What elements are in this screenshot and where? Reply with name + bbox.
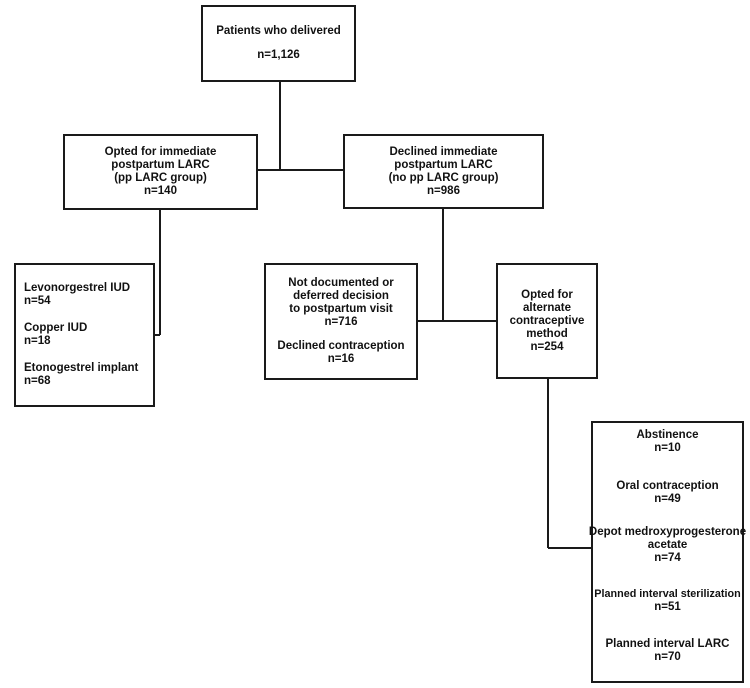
box-alternate-method: Opted for alternate contraceptive method… [496, 263, 598, 379]
method-label: Oral contraception [616, 480, 719, 492]
method-count: n=49 [654, 493, 681, 505]
method-oral-contraception: Oral contraception n=49 [616, 480, 718, 506]
alternate-title-line: method [526, 327, 568, 340]
declined-contraception-label: Declined contraception [277, 340, 405, 352]
method-count: n=54 [24, 295, 51, 307]
pp-larc-count: n=140 [144, 185, 177, 197]
not-documented-count: n=716 [324, 316, 358, 328]
method-label: Abstinence [636, 429, 699, 441]
pp-larc-title-line: Opted for immediate [104, 146, 217, 158]
alternate-title-line: contraceptive [509, 314, 585, 327]
method-planned-interval-sterilization: Planned interval sterilization n=51 [594, 588, 740, 614]
no-pp-larc-title-line: (no pp LARC group) [388, 171, 499, 184]
method-label: Planned interval sterilization [594, 588, 741, 600]
method-label: Planned interval LARC [605, 638, 730, 650]
method-count: n=70 [654, 651, 681, 663]
method-depot-medroxyprogesterone: Depot medroxyprogesterone acetate n=74 [589, 526, 746, 565]
method-levonorgestrel-iud: Levonorgestrel IUD n=54 [24, 282, 130, 308]
no-pp-larc-title-line: Declined immediate [389, 145, 498, 158]
pp-larc-title-line: (pp LARC group) [114, 172, 207, 184]
method-abstinence: Abstinence n=10 [637, 429, 699, 455]
box-not-documented: Not documented or deferred decision to p… [264, 263, 418, 380]
alternate-title-line: Opted for [521, 288, 573, 301]
declined-contraception-count: n=16 [327, 353, 355, 365]
method-count: n=51 [654, 601, 681, 613]
method-copper-iud: Copper IUD n=18 [24, 322, 87, 348]
method-label: Levonorgestrel IUD [24, 282, 131, 294]
root-count: n=1,126 [257, 49, 300, 61]
pp-larc-title-line: postpartum LARC [111, 159, 210, 171]
method-label: Depot medroxyprogesterone [588, 526, 747, 538]
alternate-title-line: alternate [523, 301, 571, 314]
method-etonogestrel-implant: Etonogestrel implant n=68 [24, 362, 138, 388]
method-label: acetate [647, 539, 688, 551]
no-pp-larc-count: n=986 [427, 184, 460, 197]
box-pp-larc-methods: Levonorgestrel IUD n=54 Copper IUD n=18 … [14, 263, 155, 407]
box-pp-larc-group: Opted for immediate postpartum LARC (pp … [63, 134, 258, 210]
not-documented-title-line: Not documented or [288, 277, 394, 289]
box-patients-delivered: Patients who delivered n=1,126 [201, 5, 356, 82]
box-alternate-methods: Abstinence n=10 Oral contraception n=49 … [589, 421, 746, 683]
method-count: n=74 [654, 552, 681, 564]
method-label: Copper IUD [24, 322, 88, 334]
method-label: Etonogestrel implant [24, 362, 139, 374]
method-count: n=68 [24, 375, 51, 387]
alternate-count: n=254 [530, 340, 564, 353]
root-title: Patients who delivered [216, 25, 341, 37]
box-no-pp-larc-group: Declined immediate postpartum LARC (no p… [343, 134, 544, 209]
not-documented-title-line: deferred decision [293, 290, 389, 302]
method-count: n=18 [24, 335, 51, 347]
method-count: n=10 [654, 442, 681, 454]
not-documented-title-line: to postpartum visit [289, 303, 393, 315]
no-pp-larc-title-line: postpartum LARC [394, 158, 493, 171]
method-planned-interval-larc: Planned interval LARC n=70 [606, 638, 730, 664]
